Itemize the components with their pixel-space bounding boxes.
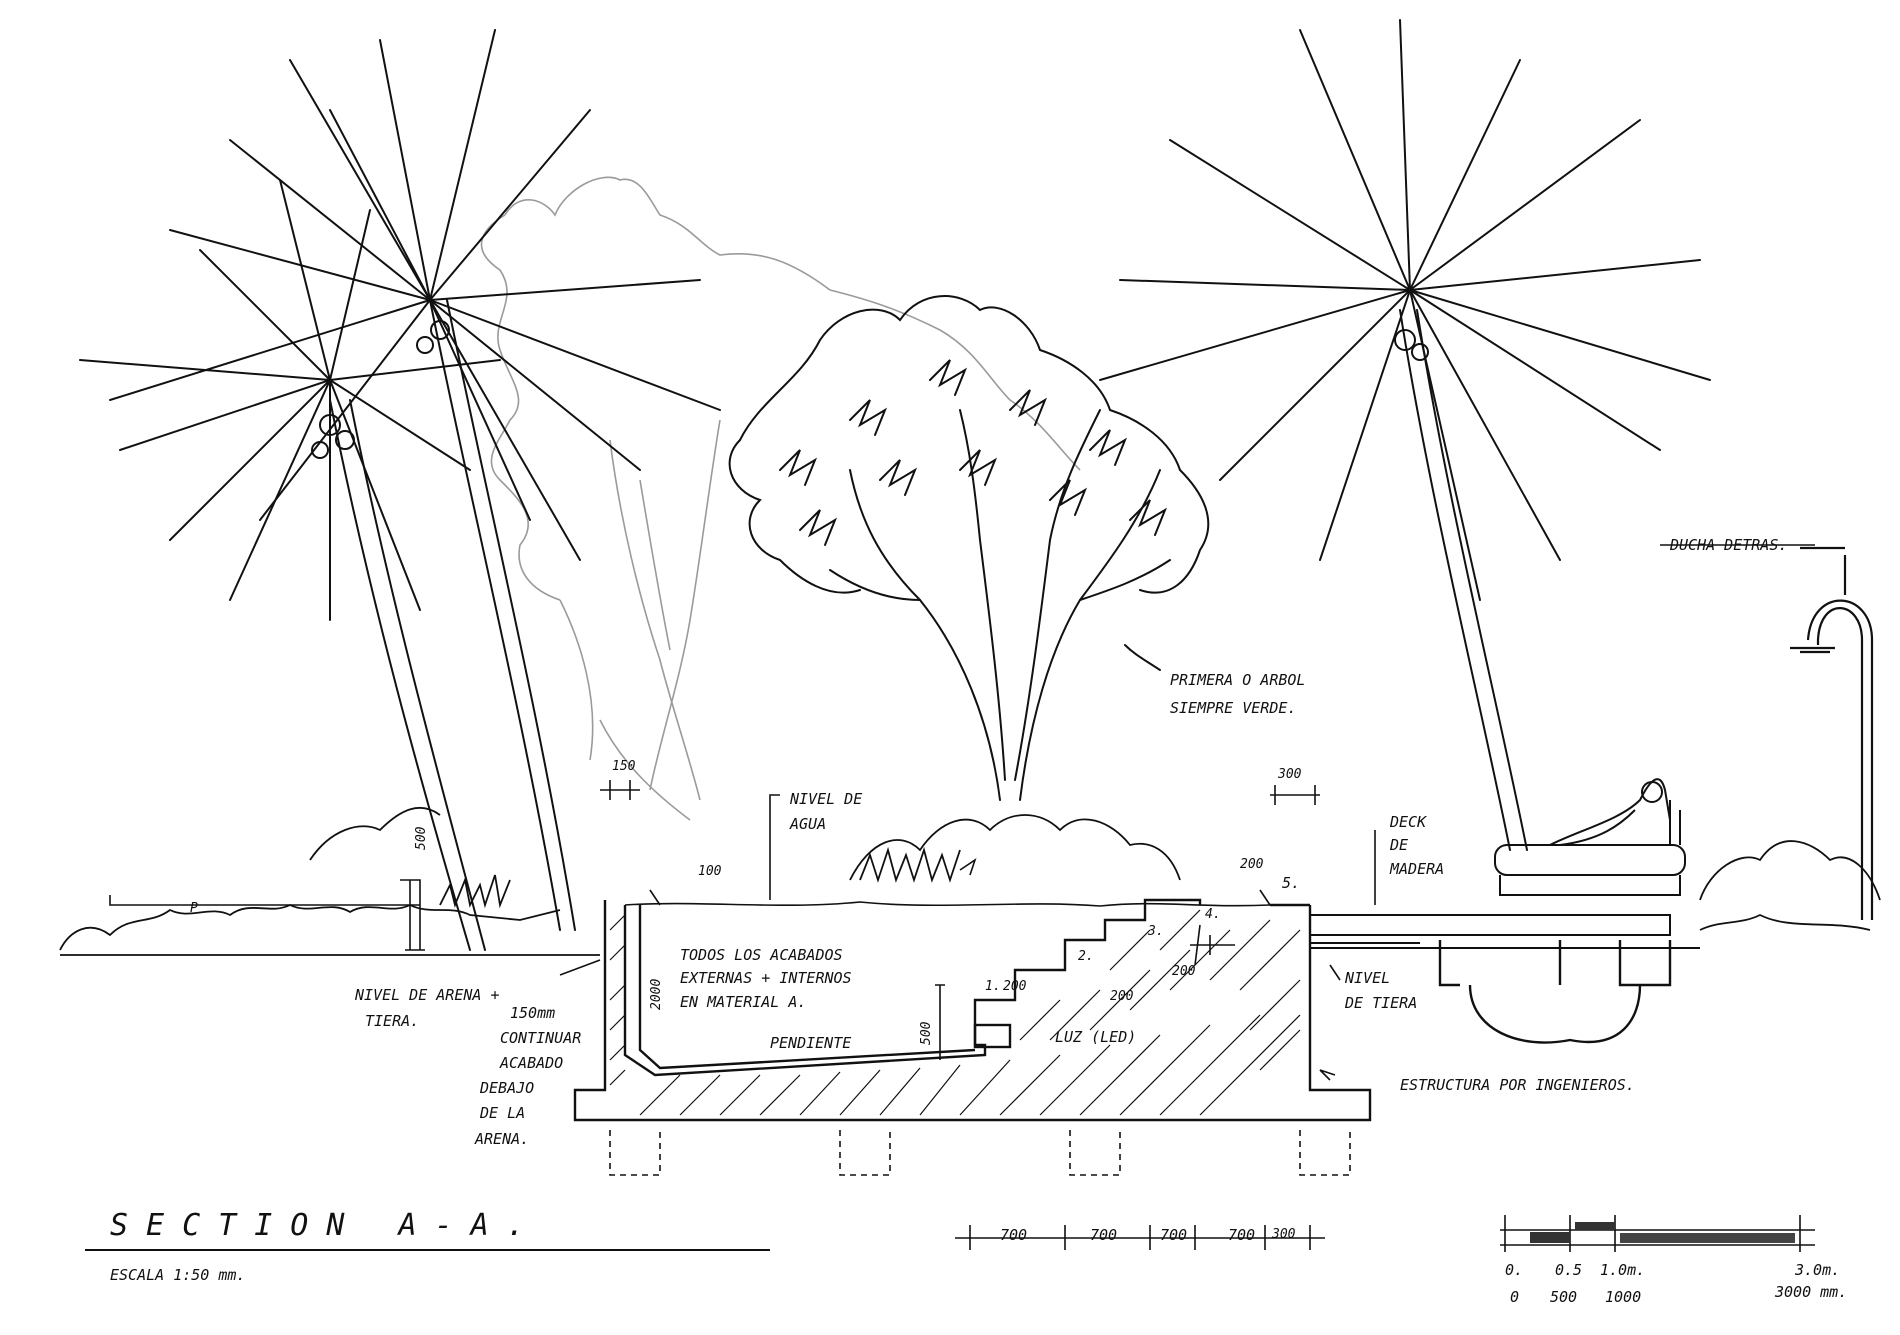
step-2: 2. <box>1078 949 1094 964</box>
bottom-dim-4: 700 <box>1228 1226 1255 1244</box>
scale-top-0: 0. <box>1505 1261 1523 1279</box>
scale-top-1: 0.5 <box>1555 1261 1582 1279</box>
step-5: 5. <box>1282 874 1300 892</box>
dim-100: 100 <box>698 864 722 879</box>
p-mark: P <box>190 901 198 916</box>
label-deck-2: DE <box>1389 836 1408 854</box>
label-deck-1: DECK <box>1389 813 1427 831</box>
step-4: 4. <box>1205 907 1221 922</box>
background-tree-outline <box>480 176 1081 821</box>
scale-bottom-3: 3000 mm. <box>1774 1283 1847 1301</box>
dim-300-top: 300 <box>1277 767 1302 782</box>
label-tree-1: PRIMERA O ARBOL <box>1170 671 1305 689</box>
scale-bottom-2: 1000 <box>1605 1288 1641 1306</box>
dim-200-b: 200 <box>1110 989 1134 1004</box>
scale-top-3: 3.0m. <box>1794 1261 1840 1279</box>
label-finish-below-2: CONTINUAR <box>500 1029 581 1047</box>
bottom-dim-3: 700 <box>1160 1226 1187 1244</box>
label-deck-3: MADERA <box>1389 860 1444 878</box>
label-sand-level-1: NIVEL DE ARENA + <box>354 986 500 1004</box>
label-finishes-2: EXTERNAS + INTERNOS <box>680 969 852 987</box>
label-finishes-1: TODOS LOS ACABADOS <box>680 946 843 964</box>
dim-200-c: 200 <box>1172 964 1196 979</box>
label-water-level-1: NIVEL DE <box>789 790 862 808</box>
scale-bottom-0: 0 <box>1510 1288 1519 1306</box>
label-slope: PENDIENTE <box>770 1034 851 1052</box>
left-palms <box>79 29 721 951</box>
label-finish-below-5: DE LA <box>479 1104 525 1122</box>
label-finishes-3: EN MATERIAL A. <box>680 993 806 1011</box>
scale-bottom-1: 500 <box>1550 1288 1577 1306</box>
label-structure: ESTRUCTURA POR INGENIEROS. <box>1400 1076 1635 1094</box>
label-tree-2: SIEMPRE VERDE. <box>1170 699 1296 717</box>
dim-150: 150 <box>612 759 636 774</box>
dimension-labels: 150 300 500 100 200 5. 4. 3. 2. 1. 200 2… <box>190 759 1302 1045</box>
right-palm <box>1099 19 1711 851</box>
dim-200-edge: 200 <box>1240 857 1264 872</box>
label-shower: DUCHA DETRAS. <box>1669 536 1787 554</box>
scale-bar: 0. 0.5 1.0m. 3.0m. 0 500 1000 3000 mm. <box>1500 1215 1847 1306</box>
dim-2000: 2000 <box>649 979 664 1010</box>
label-finish-below-3: ACABADO <box>499 1054 563 1072</box>
bottom-dimension-string: 700 700 700 700 300 <box>955 1225 1325 1250</box>
label-sand-level-2: TIERA. <box>365 1012 419 1030</box>
shrubs <box>59 806 1881 956</box>
label-finish-below-4: DEBAJO <box>479 1079 534 1097</box>
title-block: SECTION A-A. ESCALA 1:50 mm. <box>85 1208 770 1284</box>
label-light: LUZ (LED) <box>1055 1028 1136 1046</box>
dim-500: 500 <box>414 826 429 850</box>
bottom-dim-2: 700 <box>1090 1226 1117 1244</box>
step-1: 1. <box>985 979 1001 994</box>
label-water-level-2: AGUA <box>789 815 826 833</box>
scale-note: ESCALA 1:50 mm. <box>110 1266 245 1284</box>
label-ground-level-1: NIVEL <box>1344 969 1390 987</box>
leaders <box>109 544 1815 1081</box>
label-finish-below-1: 150mm <box>510 1004 555 1022</box>
shower <box>1790 546 1874 920</box>
label-ground-level-2: DE TIERA <box>1344 994 1417 1012</box>
annotations: DUCHA DETRAS. PRIMERA O ARBOL SIEMPRE VE… <box>354 536 1787 1148</box>
central-tree <box>728 295 1210 801</box>
scale-top-2: 1.0m. <box>1600 1261 1645 1279</box>
bottom-dim-5: 300 <box>1271 1227 1296 1242</box>
bottom-dim-1: 700 <box>1000 1226 1027 1244</box>
lounge-chair <box>1494 778 1686 896</box>
dim-200-a: 200 <box>1003 979 1027 994</box>
structure-hatching <box>609 909 1301 1116</box>
label-finish-below-6: ARENA. <box>474 1130 529 1148</box>
dim-500-b: 500 <box>919 1021 934 1045</box>
step-3: 3. <box>1147 924 1164 939</box>
page-title: SECTION A-A. <box>110 1208 543 1243</box>
ground-lines <box>1310 942 1700 949</box>
